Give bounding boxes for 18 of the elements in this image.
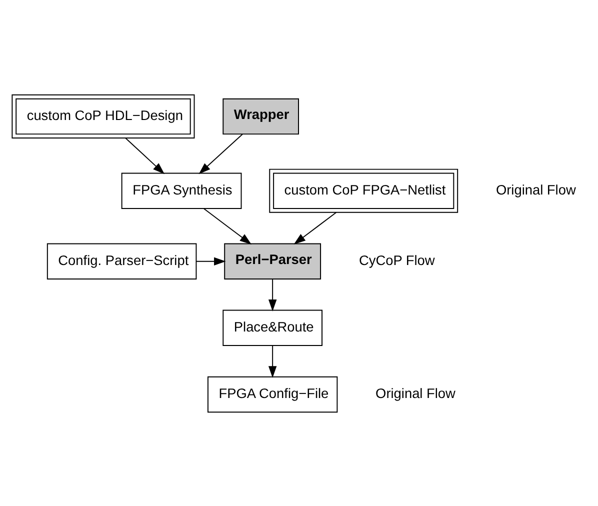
node-box: FPGA Synthesis bbox=[121, 172, 242, 208]
arrow bbox=[268, 278, 277, 311]
arrow bbox=[124, 137, 165, 174]
arrow bbox=[268, 344, 277, 378]
label: CyCoP Flow bbox=[358, 252, 435, 268]
node-box: FPGA Config−File bbox=[207, 376, 338, 412]
arrow bbox=[198, 133, 243, 174]
node-box: Perl−Parser bbox=[224, 242, 322, 279]
node-box: Config. Parser−Script bbox=[46, 242, 197, 279]
node-box: custom CoP FPGA−Netlist bbox=[269, 168, 458, 212]
arrow bbox=[204, 208, 252, 244]
label: Original Flow bbox=[376, 386, 456, 401]
label: Original Flow bbox=[496, 182, 576, 197]
node-box: Place&Route bbox=[222, 309, 322, 346]
node-box: custom CoP HDL−Design bbox=[12, 94, 195, 138]
node-box: Wrapper bbox=[222, 98, 299, 134]
arrow bbox=[196, 256, 226, 265]
arrow bbox=[294, 211, 337, 244]
